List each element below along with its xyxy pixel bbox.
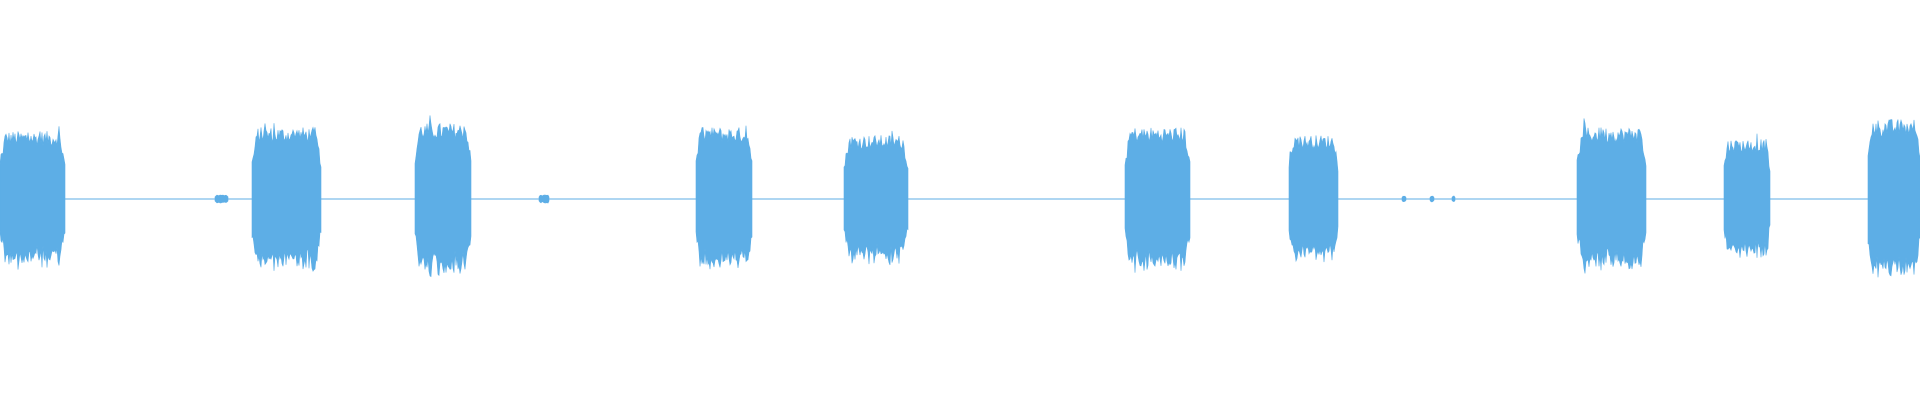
waveform-segment: [1867, 118, 1920, 278]
waveform-layer: [0, 115, 1920, 278]
waveform-segment: [1288, 135, 1339, 263]
waveform-segment: [1576, 118, 1647, 274]
waveform-blip: [1429, 195, 1435, 203]
waveform-segment: [0, 126, 66, 270]
waveform-segment: [843, 130, 909, 266]
waveform-segment: [1723, 133, 1771, 258]
waveform-blip: [538, 194, 550, 204]
waveform-segment: [414, 115, 472, 278]
waveform-segment: [251, 123, 322, 272]
waveform-segment: [695, 125, 753, 270]
waveform-segment: [1124, 127, 1191, 273]
waveform-blip: [1401, 195, 1407, 203]
waveform-blip: [214, 194, 229, 204]
waveform-blip: [1451, 195, 1456, 203]
